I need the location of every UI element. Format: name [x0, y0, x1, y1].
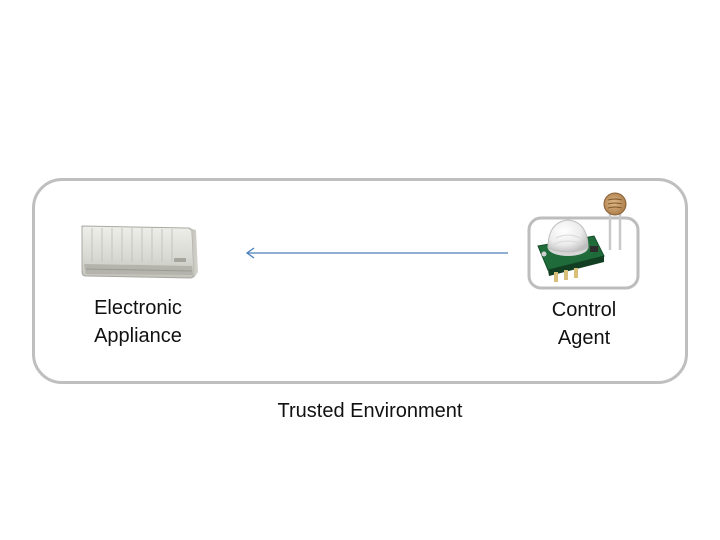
- air-conditioner-icon: [81, 225, 198, 279]
- agent-label: Control Agent: [520, 296, 648, 352]
- appliance-label: Electronic Appliance: [62, 294, 214, 350]
- agent-label-line1: Control: [551, 299, 617, 321]
- pir-sensor-icon: [527, 192, 640, 290]
- appliance-label-line1: Electronic: [94, 297, 182, 319]
- trusted-environment-label: Trusted Environment: [277, 400, 463, 422]
- appliance-label-line2: Appliance: [94, 325, 182, 347]
- agent-label-line2: Agent: [557, 327, 611, 349]
- trusted-environment-boundary: [32, 178, 688, 384]
- control-arrow: [245, 247, 508, 259]
